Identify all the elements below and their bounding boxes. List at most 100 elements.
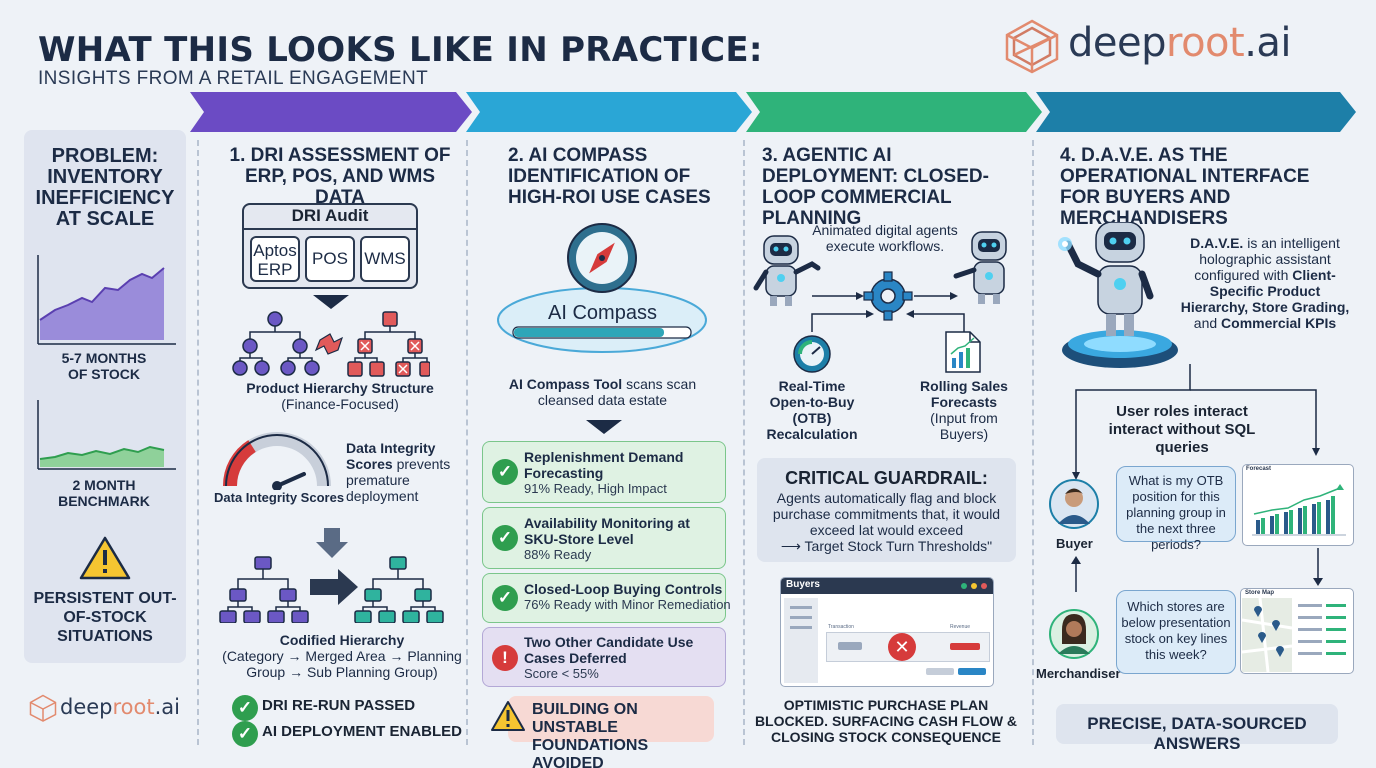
use-case-status: 88% Ready [524,547,592,562]
use-case-title: Closed-Loop Buying Controls [524,581,723,597]
deferred-title: Two Other Candidate Use Cases Deferred [524,634,694,666]
buyer-avatar [1049,479,1099,529]
store-map-window-title: Store Map [1245,590,1275,596]
sidebar-line [790,616,812,619]
dri-rerun-status: DRI RE-RUN PASSED [262,697,416,714]
column-separator [197,140,199,745]
forecast-bar-chart-icon [1252,484,1346,536]
buyer-label: Buyer [1056,536,1093,551]
buyer-question-bubble: What is my OTB position for this plannin… [1116,466,1236,552]
warning-icon [491,701,525,731]
use-case-card [482,573,726,623]
stock-chart-high-label: 5-7 MONTHS OF STOCK [61,350,147,382]
merchandiser-label: Merchandiser [1036,666,1121,681]
window-controls-icon [961,583,987,589]
check-icon: ✓ [492,585,518,611]
compass-tool-caption: AI Compass Tool scans scan cleansed data… [508,376,697,408]
gauge-label: Data Integrity Scores [214,490,345,505]
col4-title: 4. D.A.V.E. AS THE OPERATIONAL INTERFACE… [1060,145,1310,229]
check-icon: ✓ [492,459,518,485]
footer-text: PRECISE, DATA-SOURCED ANSWERS [1087,714,1307,753]
cancel-button[interactable] [926,668,954,675]
stock-chart-benchmark [37,400,176,470]
step-arrows [190,92,1356,132]
col1-title: 1. DRI ASSESSMENT OF ERP, POS, AND WMS D… [229,145,451,208]
integrity-caption: Data Integrity Scores prevents premature… [346,440,451,504]
guardrail-text: Agents automatically flag and block purc… [772,490,1001,538]
deferred-card [482,627,726,687]
footer-banner [1056,704,1338,744]
warning-banner-text: BUILDING ON UNSTABLE FOUNDATIONS AVOIDED [532,701,649,768]
gear-icon [863,271,913,321]
page-subtitle: INSIGHTS FROM A RETAIL ENGAGEMENT [38,68,429,89]
col2-title: 2. AI COMPASS IDENTIFICATION OF HIGH-ROI… [508,145,711,208]
merchandiser-avatar [1049,609,1099,659]
sidebar-line [790,626,812,629]
window-col-a: Transaction [828,624,854,630]
ai-deployment-status: AI DEPLOYMENT ENABLED [262,723,463,740]
robot-icon [753,235,821,306]
stock-chart-benchmark-label: 2 MONTH BENCHMARK [58,477,150,509]
down-arrow-icon [313,295,349,309]
window-sidebar [784,598,818,683]
product-hierarchy-diagram [232,311,430,377]
blocked-x-icon: ✕ [888,633,916,661]
warning-banner [508,696,714,742]
check-icon: ✓ [232,695,258,721]
agents-workflow-diagram [753,231,1007,332]
use-case-status: 76% Ready with Minor Remediation [524,597,731,612]
row-flag [950,643,980,650]
interaction-connectors [1072,364,1320,480]
document-chart-icon [945,331,981,373]
robot-icon [953,231,1007,304]
deeproot-logo-icon [1005,19,1059,74]
deferred-score: Score < 55% [524,666,599,681]
sidebar-line [790,606,812,609]
store-map-icon [1242,598,1346,672]
step4-arrow [1036,92,1356,132]
confirm-button[interactable] [958,668,986,675]
guardrail-box [757,458,1016,562]
column-separator [743,140,745,745]
use-case-card [482,507,726,569]
system-aptos-erp: Aptos ERP [250,236,300,282]
forecast-caption: Rolling Sales Forecasts(Input from Buyer… [920,378,1008,442]
codified-caption: Codified Hierarchy(Category → Merged Are… [222,632,462,680]
page-title: WHAT THIS LOOKS LIKE IN PRACTICE: [38,30,763,70]
dave-robot-icon [1058,222,1178,368]
dri-audit-title: DRI Audit [291,206,369,225]
column-separator [1032,140,1034,745]
problem-warning-text: PERSISTENT OUT-OF-STOCK SITUATIONS [33,590,177,645]
use-case-status: 91% Ready, High Impact [524,481,667,496]
window-col-b: Revenue [950,624,971,630]
ai-compass-label: AI Compass [548,302,657,324]
deeproot-small-logo-text: deeproot.ai [60,695,180,719]
use-case-title: Availability Monitoring at SKU-Store Lev… [524,515,690,547]
agents-caption: Animated digital agents execute workflow… [812,222,958,254]
use-case-card [482,441,726,503]
buyers-window-titlebar [781,578,993,594]
step1-arrow [190,92,472,132]
deeproot-small-logo-icon [29,694,57,722]
integrity-gauge-icon [222,432,331,490]
system-pos: POS [305,236,355,282]
merchandiser-question-bubble: Which stores are below presentation stoc… [1116,590,1236,674]
check-icon: ✓ [232,721,258,747]
roles-text: User roles interact interact without SQL… [1092,403,1272,457]
use-case-title: Replenishment Demand Forecasting [524,449,684,481]
dave-description: D.A.V.E. is an intelligent holographic a… [1180,235,1350,331]
check-icon: ✓ [492,525,518,551]
ai-compass-icon [497,223,707,353]
system-wms: WMS [360,236,410,282]
guardrail-title: CRITICAL GUARDRAIL: [785,468,988,488]
up-arrow-icon [1071,556,1081,592]
column-separator [466,140,468,745]
otb-gauge-icon [793,335,831,373]
warning-icon [79,536,131,580]
hierarchy-caption: Product Hierarchy Structure(Finance-Focu… [246,380,434,412]
row-item [838,642,862,650]
forecast-window-title: Forecast [1246,466,1272,472]
stock-chart-high [37,255,176,345]
guardrail-threshold: ⟶ Target Stock Turn Thresholds" [780,538,993,554]
buyers-window-title: Buyers [786,579,820,590]
